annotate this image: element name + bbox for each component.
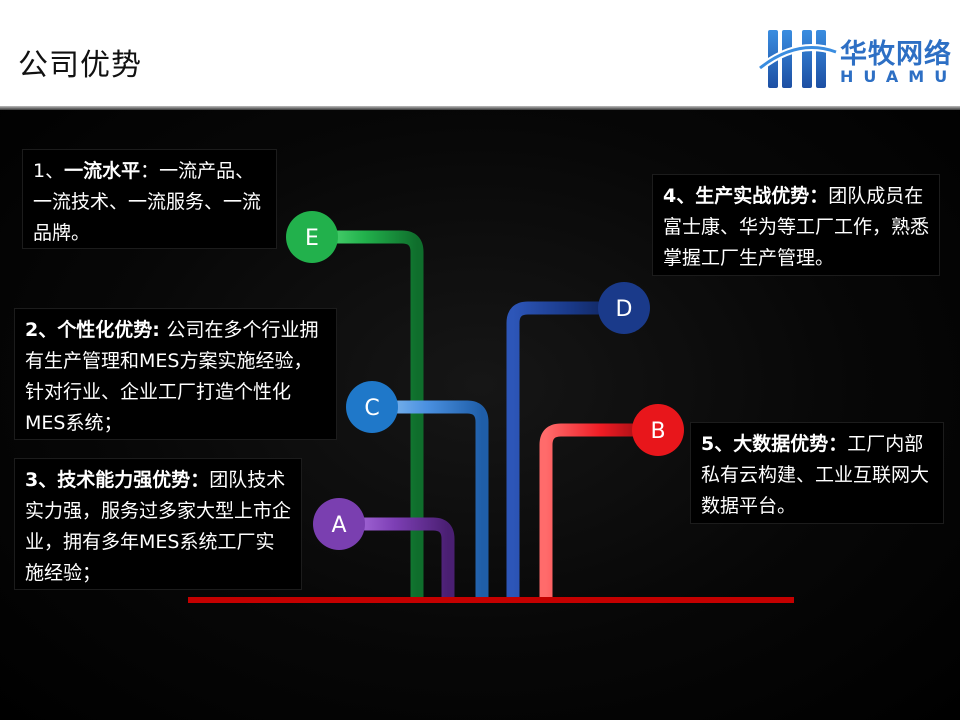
advantage-box-4: 4、生产实战优势：团队成员在富士康、华为等工厂工作，熟悉掌握工厂生产管理。 <box>652 174 940 276</box>
node-e-label: E <box>305 226 319 251</box>
advantage-2-number: 2、 <box>25 319 58 341</box>
advantage-box-5: 5、大数据优势：工厂内部私有云构建、工业互联网大数据平台。 <box>690 422 944 524</box>
advantage-1-number: 1、 <box>33 160 65 182</box>
advantage-4-heading: 生产实战优势 <box>695 185 810 207</box>
node-b: B <box>632 404 684 456</box>
node-c-label: C <box>364 396 379 421</box>
advantage-3-text: 团队技术实力强，服务过多家大型上市企业，拥有多年MES系统工厂实施经验； <box>25 469 292 584</box>
pipe-c <box>372 400 489 600</box>
advantage-3-heading: 技术能力强优势 <box>57 469 191 491</box>
logo-subtitle: HUAMU <box>840 67 958 86</box>
pipe-d <box>506 301 624 600</box>
header-bar: 公司优势 华牧网络 HUAMU <box>0 0 960 108</box>
pipe-e <box>312 230 424 600</box>
node-d: D <box>598 282 650 334</box>
advantage-2-text: 公司在多个行业拥有生产管理和MES方案实施经验，针对行业、企业工厂打造个性化ME… <box>25 319 319 434</box>
node-a: A <box>313 498 365 550</box>
diagram-stage: 1、一流水平：一流产品、一流技术、一流服务、一流品牌。 2、个性化优势: 公司在… <box>0 110 960 720</box>
advantage-5-separator: ： <box>828 433 848 455</box>
advantage-box-3: 3、技术能力强优势：团队技术实力强，服务过多家大型上市企业，拥有多年MES系统工… <box>14 458 302 590</box>
advantage-5-heading: 大数据优势 <box>733 433 829 455</box>
logo-name: 华牧网络 <box>840 39 952 70</box>
node-e: E <box>286 211 338 263</box>
baseline-bar <box>188 597 794 603</box>
advantage-box-2: 2、个性化优势: 公司在多个行业拥有生产管理和MES方案实施经验，针对行业、企业… <box>14 308 337 440</box>
node-b-label: B <box>650 419 665 444</box>
advantage-4-number: 4、 <box>663 185 696 207</box>
advantage-1-text: 一流产品、一流技术、一流服务、一流品牌。 <box>33 160 262 244</box>
advantage-5-number: 5、 <box>701 433 734 455</box>
pipe-b <box>539 423 656 600</box>
advantage-4-text: 团队成员在富士康、华为等工厂工作，熟悉掌握工厂生产管理。 <box>663 185 930 269</box>
huamu-logo-icon <box>758 30 838 88</box>
advantage-1-separator: ： <box>140 160 160 182</box>
header-divider <box>0 106 960 110</box>
advantage-box-1: 1、一流水平：一流产品、一流技术、一流服务、一流品牌。 <box>22 149 277 249</box>
advantage-3-separator: ： <box>190 469 210 491</box>
advantage-2-separator: : <box>152 319 167 341</box>
advantage-3-number: 3、 <box>25 469 58 491</box>
advantage-4-separator: ： <box>809 185 829 207</box>
pipe-a <box>340 517 455 600</box>
node-d-label: D <box>616 297 633 322</box>
advantage-5-text: 工厂内部私有云构建、工业互联网大数据平台。 <box>701 433 930 517</box>
advantage-1-heading: 一流水平 <box>64 160 141 182</box>
company-logo: 华牧网络 HUAMU <box>758 24 958 94</box>
advantage-2-heading: 个性化优势 <box>57 319 153 341</box>
page-title: 公司优势 <box>18 48 142 83</box>
pipe-tree-diagram: E D C B A <box>188 211 794 603</box>
node-c: C <box>346 381 398 433</box>
node-a-label: A <box>331 513 346 538</box>
